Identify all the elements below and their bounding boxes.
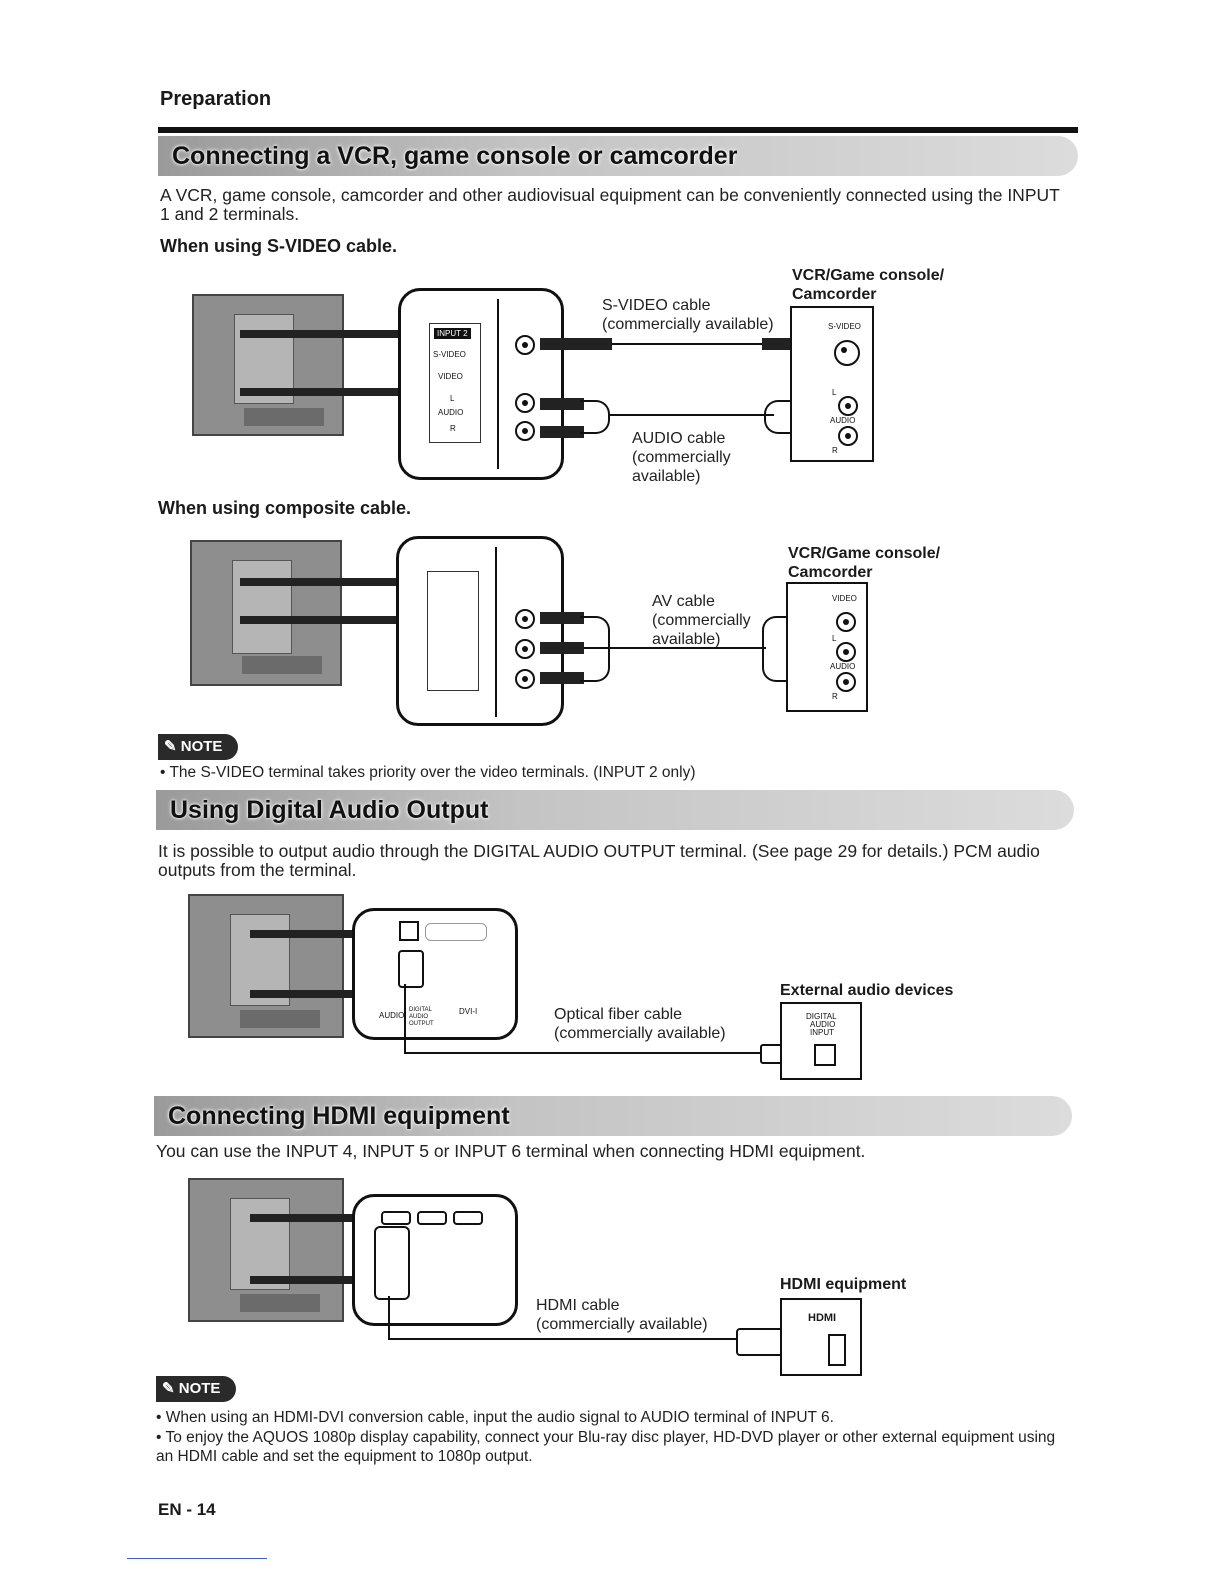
hdmi-cable-label-2: (commercially available) — [536, 1316, 708, 1333]
device-title: HDMI equipment — [780, 1276, 907, 1293]
av-cable-label-2: (commercially — [652, 612, 751, 629]
vcr-intro: A VCR, game console, camcorder and other… — [160, 185, 1060, 224]
device-optical-port-icon — [814, 1044, 836, 1066]
device-audio-r-icon — [836, 672, 856, 692]
optical-port-icon — [399, 921, 419, 941]
device-audio-r-icon — [838, 426, 858, 446]
audio-plug-r-icon — [540, 426, 584, 438]
svideo-cable-label-2: (commercially available) — [602, 316, 774, 333]
hdmi-port-icon — [453, 1211, 483, 1225]
hdmi-device-box: HDMI — [780, 1298, 862, 1376]
optical-cable-label: Optical fiber cable — [554, 1006, 683, 1023]
section-title-digital-audio: Using Digital Audio Output — [156, 790, 1074, 830]
device-title-2: Camcorder — [792, 286, 877, 303]
hdmi-note-1: • When using an HDMI-DVI conversion cabl… — [156, 1409, 834, 1426]
svideo-jack-icon — [515, 335, 535, 355]
tv-illustration — [188, 894, 344, 1038]
note-badge: ✎ NOTE — [156, 1376, 236, 1402]
hdmi-cable-label: HDMI cable — [536, 1297, 620, 1314]
page-number: EN - 14 — [158, 1500, 216, 1519]
device-video-jack-icon — [836, 612, 856, 632]
video-jack-icon — [515, 609, 535, 629]
hdmi-note-2: • To enjoy the AQUOS 1080p display capab… — [156, 1429, 1056, 1465]
optical-cable-line — [404, 1052, 762, 1054]
audio-cable-line — [608, 414, 774, 416]
audio-device-box: DIGITAL AUDIO INPUT — [780, 1002, 862, 1080]
hdmi-port-icon — [417, 1211, 447, 1225]
tv-terminal-panel — [396, 536, 564, 726]
composite-heading: When using composite cable. — [158, 498, 412, 518]
tv-terminal-panel: AUDIO DIGITAL AUDIO OUTPUT DVI-I — [352, 908, 518, 1040]
tv-illustration — [190, 540, 342, 686]
device-title-2: Camcorder — [788, 564, 873, 581]
audio-cable-label-3: available) — [632, 468, 701, 485]
note-badge: ✎ NOTE — [158, 734, 238, 760]
optical-plug-icon — [398, 950, 424, 988]
audio-jack-l-icon — [515, 393, 535, 413]
dvi-port-icon — [425, 923, 487, 941]
tv-illustration — [188, 1178, 344, 1322]
device-title: VCR/Game console/ — [792, 267, 945, 284]
svideo-heading: When using S-VIDEO cable. — [160, 236, 398, 256]
audio-jack-l-icon — [515, 639, 535, 659]
vcr-device-box: VIDEO L AUDIO R — [786, 582, 868, 712]
device-title: External audio devices — [780, 982, 954, 999]
header-rule — [158, 127, 1078, 133]
optical-cable-label-2: (commercially available) — [554, 1025, 726, 1042]
section-title-hdmi: Connecting HDMI equipment — [154, 1096, 1072, 1136]
hdmi-port-icon — [381, 1211, 411, 1225]
av-cable-label: AV cable — [652, 593, 715, 610]
hdmi-cable-line — [388, 1338, 738, 1340]
av-cable-label-3: available) — [652, 631, 721, 648]
device-hdmi-port-icon — [828, 1334, 846, 1366]
note-text: • The S-VIDEO terminal takes priority ov… — [160, 764, 696, 781]
hdmi-intro: You can use the INPUT 4, INPUT 5 or INPU… — [156, 1141, 866, 1161]
tv-terminal-panel: INPUT 2 S-VIDEO VIDEO L AUDIO R — [398, 288, 564, 480]
svideo-cable-line — [612, 343, 762, 345]
digital-audio-intro: It is possible to output audio through t… — [158, 841, 1040, 880]
device-title: VCR/Game console/ — [788, 545, 941, 562]
audio-cable-label-2: (commercially — [632, 449, 731, 466]
audio-cable-label: AUDIO cable — [632, 430, 726, 447]
vcr-device-box: S-VIDEO L AUDIO R — [790, 306, 874, 462]
audio-jack-r-icon — [515, 421, 535, 441]
audio-plug-l-icon — [540, 398, 584, 410]
section-label: Preparation — [160, 88, 272, 110]
hdmi-plug-icon — [374, 1226, 410, 1300]
audio-jack-r-icon — [515, 669, 535, 689]
device-audio-l-icon — [838, 396, 858, 416]
bottom-line — [127, 1558, 267, 1559]
svideo-plug-tv-icon — [540, 338, 612, 350]
section-title-vcr: Connecting a VCR, game console or camcor… — [158, 136, 1078, 176]
av-cable-line — [584, 647, 766, 649]
svideo-cable-label: S-VIDEO cable — [602, 297, 711, 314]
tv-illustration — [192, 294, 344, 436]
device-audio-l-icon — [836, 642, 856, 662]
device-svideo-jack-icon — [834, 340, 860, 366]
